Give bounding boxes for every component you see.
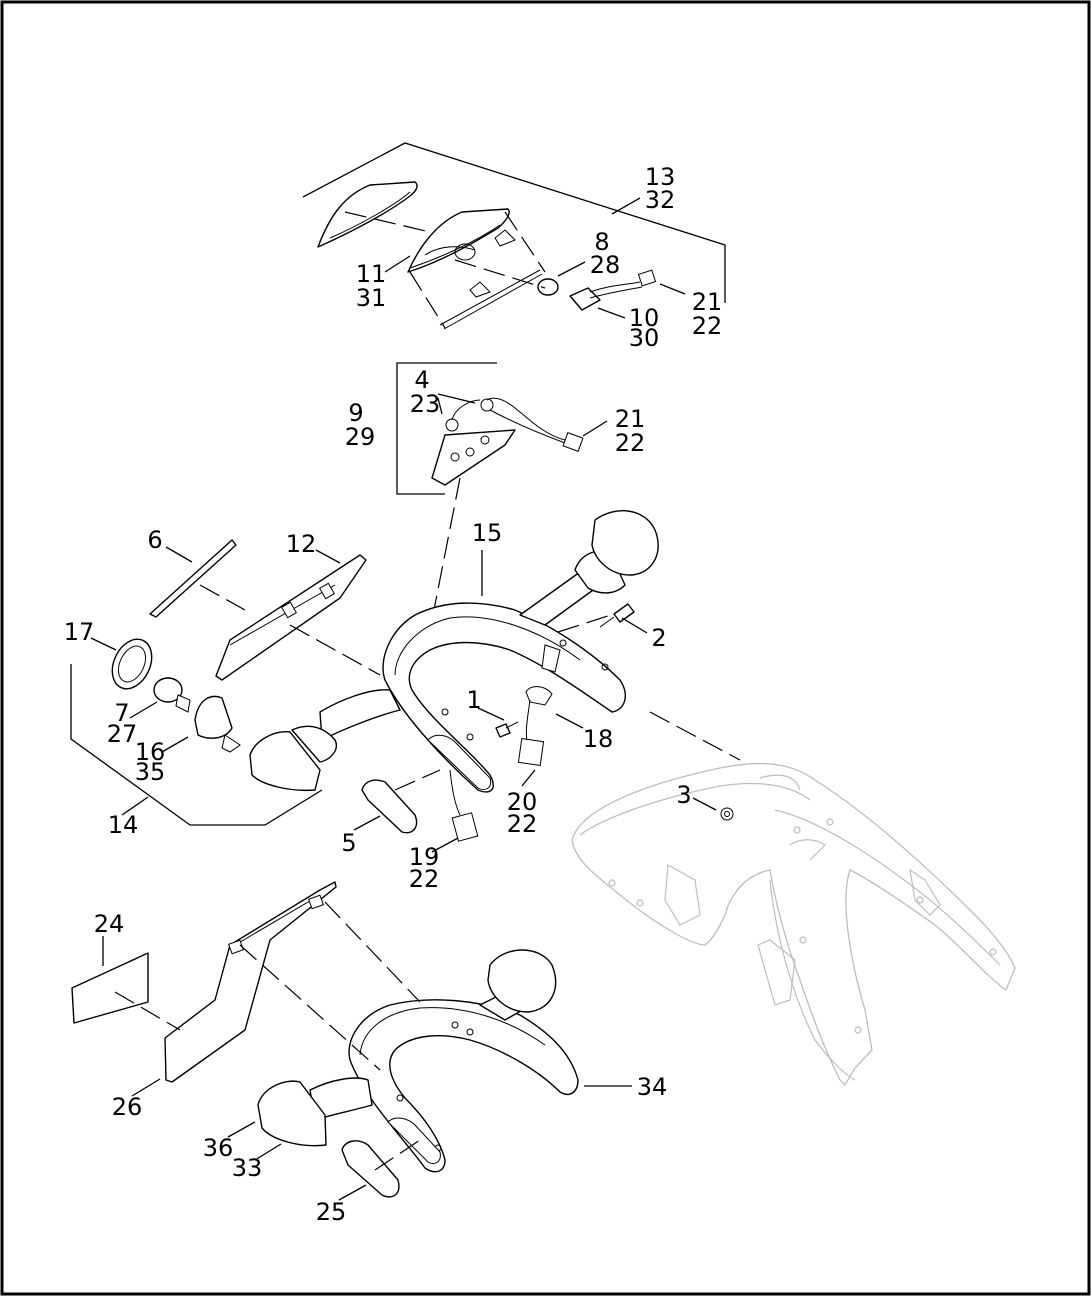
lamp-lens — [317, 181, 418, 248]
harness-grommet-right — [480, 398, 494, 412]
bolt-2 — [613, 603, 635, 623]
alt-plate-bracket — [164, 881, 337, 1083]
harness-grommet-left — [445, 418, 459, 432]
callout-26: 26 — [112, 1093, 143, 1121]
lamp-bulb — [537, 278, 559, 296]
grommet-18 — [525, 686, 553, 706]
tail-bracket — [382, 602, 626, 793]
turn-bulb — [153, 677, 183, 703]
callout-25: 25 — [316, 1198, 347, 1226]
callout-2: 2 — [651, 624, 666, 652]
callout-5: 5 — [341, 829, 356, 857]
harness-plate — [431, 429, 516, 486]
alt-tail-bracket — [348, 999, 579, 1173]
bracket-14 — [70, 664, 323, 826]
callout-17: 17 — [64, 618, 95, 646]
right-turn-lens — [591, 510, 659, 576]
alt-reflector — [341, 1140, 400, 1198]
callout-3: 3 — [676, 781, 691, 809]
callout-1: 1 — [466, 686, 481, 714]
rear-fender-ghost — [571, 762, 1016, 1087]
alt-left-turn-lens — [257, 1080, 327, 1147]
license-lamp-assembly — [302, 142, 726, 330]
callout-6: 6 — [147, 526, 162, 554]
bracket-13-32 — [302, 142, 726, 303]
reflector — [361, 779, 418, 834]
callout-12: 12 — [286, 530, 317, 558]
alt-license-plate — [71, 952, 149, 1024]
left-turn-housing — [291, 725, 337, 763]
callout-15: 15 — [472, 519, 503, 547]
tail-bracket-assembly — [70, 510, 741, 842]
lamp-clip-upper — [494, 229, 516, 247]
connector-19 — [451, 812, 479, 842]
callout-18: 18 — [583, 725, 614, 753]
harness-connector — [562, 432, 584, 452]
left-turn-lens — [249, 731, 321, 792]
alternate-bracket-assembly — [71, 881, 579, 1198]
left-turn-arm — [319, 689, 401, 741]
turn-socket — [194, 695, 233, 739]
connector-20 — [517, 738, 545, 766]
lamp-clip-lower — [469, 281, 491, 298]
lamp-housing — [407, 208, 510, 273]
lamp-connector — [637, 269, 657, 287]
callout-24: 24 — [94, 910, 125, 938]
leader-lines — [90, 197, 717, 1201]
bolt-1 — [495, 723, 511, 738]
callout-36: 36 — [203, 1134, 234, 1162]
trim-ring — [111, 638, 153, 690]
lamp-socket — [569, 287, 601, 311]
callout-14: 14 — [108, 811, 139, 839]
wiring-harness — [396, 362, 584, 631]
license-plate — [149, 539, 237, 618]
fender-nut — [720, 807, 734, 821]
bracket-9-29 — [396, 362, 497, 495]
plate-bracket — [215, 554, 367, 681]
callout-34: 34 — [637, 1073, 668, 1101]
alt-right-turn-lens — [487, 949, 557, 1013]
callout-33: 33 — [232, 1154, 263, 1182]
